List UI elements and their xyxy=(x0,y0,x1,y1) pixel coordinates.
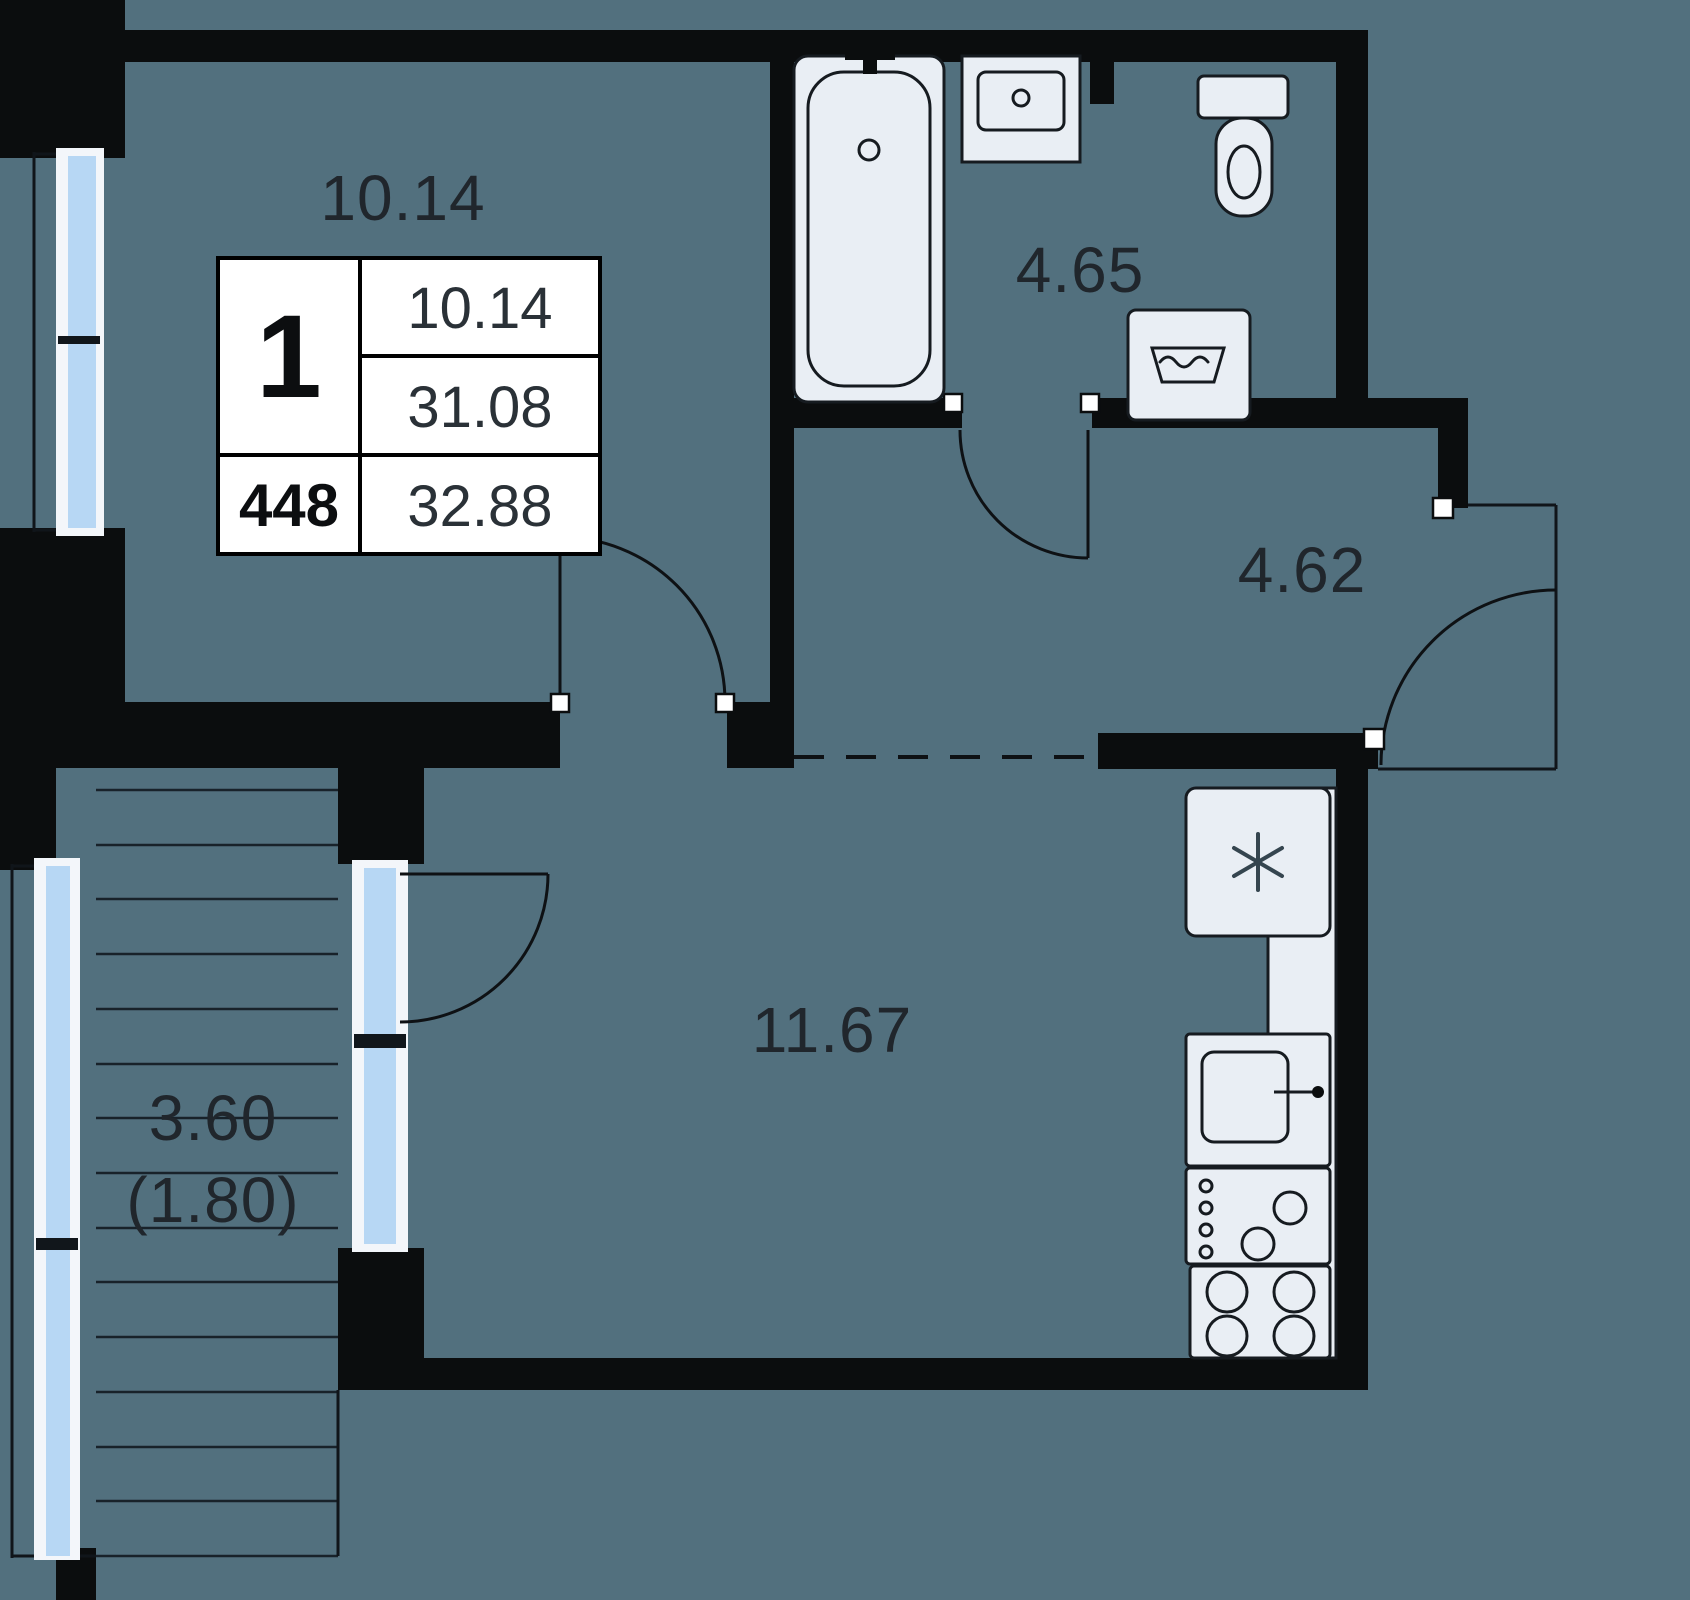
fridge xyxy=(1184,786,1332,938)
balcony-window xyxy=(34,858,80,1560)
bathtub xyxy=(792,30,946,404)
four-burners-icon xyxy=(1205,1270,1316,1358)
total-area-value: 32.88 xyxy=(407,474,552,539)
room-label-balcony: 3.60 xyxy=(149,1082,278,1154)
area-without-balcony-value: 31.08 xyxy=(407,375,552,440)
room-labels: 10.14 4.65 4.62 11.67 3.60 (1.80) xyxy=(126,162,1367,1236)
room-label-balcony-coeff: (1.80) xyxy=(126,1164,299,1236)
kitchen-cabinet-knobs xyxy=(1184,1166,1332,1266)
entrance-door-arc xyxy=(1379,588,1557,766)
room-label-hallway: 4.62 xyxy=(1238,534,1367,606)
balcony-hatch-lines xyxy=(96,788,338,1558)
bedroom-window xyxy=(56,148,104,536)
bathroom-door-arc xyxy=(958,429,1090,560)
snowflake-icon xyxy=(1232,832,1284,892)
bathtub-faucet-icon xyxy=(845,30,895,74)
room-label-living-room: 10.14 xyxy=(320,162,485,234)
stove xyxy=(1188,1264,1332,1360)
room-label-kitchen-living: 11.67 xyxy=(752,994,912,1066)
living-area-value: 10.14 xyxy=(407,276,552,341)
bathroom-sink xyxy=(960,54,1082,164)
facade-lines xyxy=(10,152,1558,1558)
apartment-number: 448 xyxy=(239,472,339,539)
balcony-door-arc xyxy=(399,872,550,1024)
balcony-door-glazing xyxy=(352,860,408,1252)
washing-machine xyxy=(1126,308,1252,422)
rooms-count: 1 xyxy=(256,291,322,423)
info-card: 1 10.14 31.08 448 32.88 xyxy=(216,256,602,556)
faucet-icon xyxy=(1274,1086,1324,1098)
room-label-bathroom: 4.65 xyxy=(1016,234,1145,306)
laundry-tub-icon xyxy=(1149,346,1227,384)
walls xyxy=(0,0,1468,1600)
toilet xyxy=(1196,74,1290,218)
kitchen-sink xyxy=(1184,1032,1332,1168)
door-frame-marks xyxy=(549,392,1455,751)
